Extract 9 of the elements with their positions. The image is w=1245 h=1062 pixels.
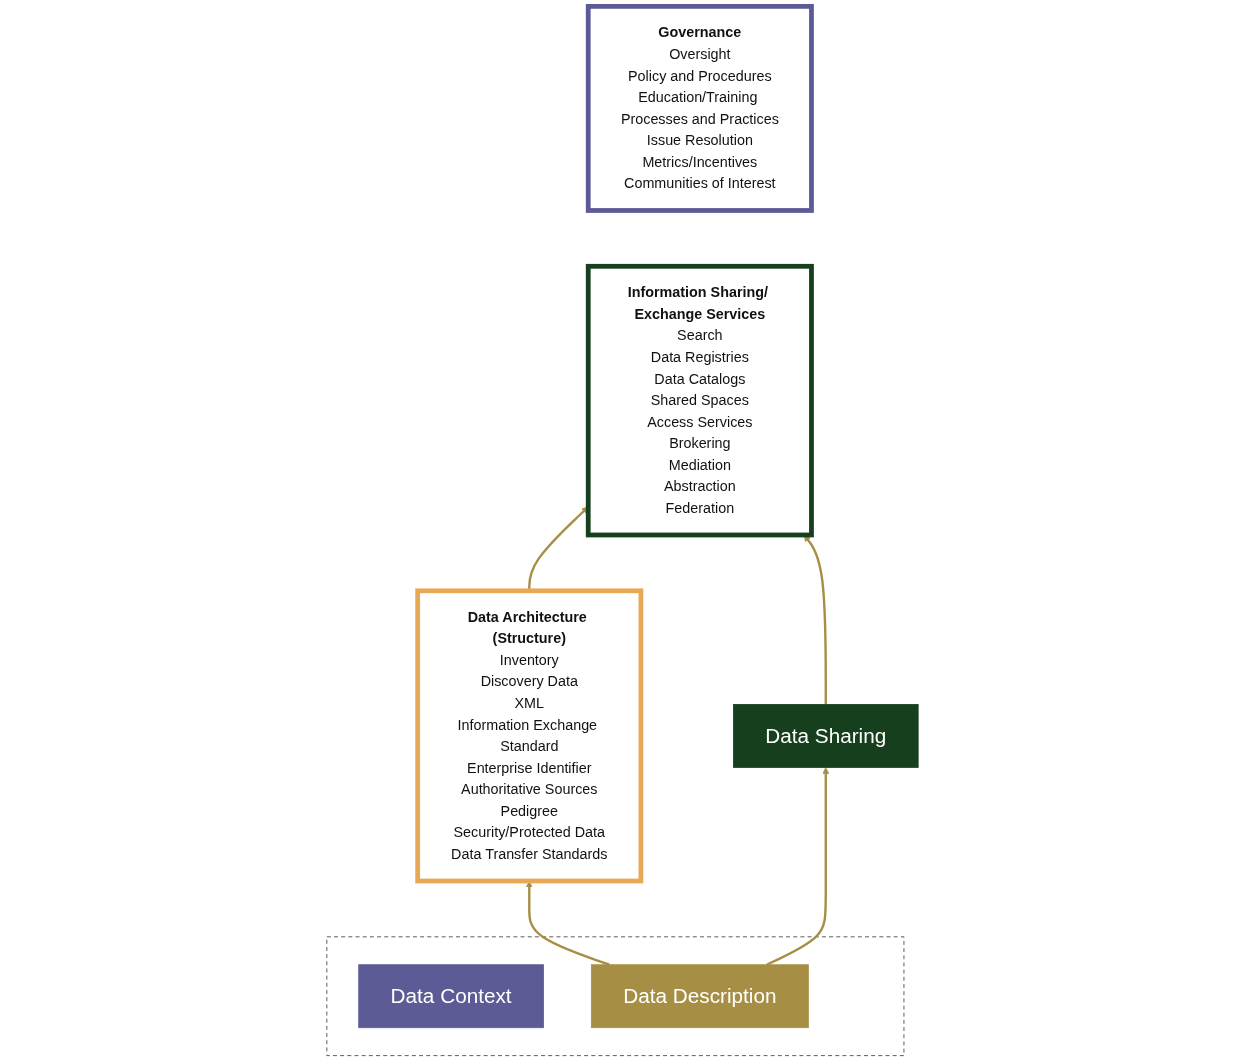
cluster [326, 936, 905, 1056]
node-box: Information Sharing/ Exchange Services Search Data Registries Data Catalogs Shared Spaces Access Services Brokering Mediation Abstraction Federation [585, 263, 814, 538]
node-box: Data Description [590, 964, 809, 1029]
arrow [766, 767, 830, 966]
arrow [803, 534, 827, 705]
node-box: Data Architecture (Structure) Inventory Discovery Data XML Information Exchange Standard Enterprise Identifier Authoritative Sources Pedigree Security/Protected Data Data Transfer Standards [415, 588, 644, 884]
node-box: Governance Oversight Policy and Procedures Education/Training Processes and Practices Issue Resolution Metrics/Incentives Communities of Interest [585, 4, 814, 213]
node-box: Data Sharing [733, 704, 919, 768]
node-box: Data Context [358, 964, 544, 1029]
